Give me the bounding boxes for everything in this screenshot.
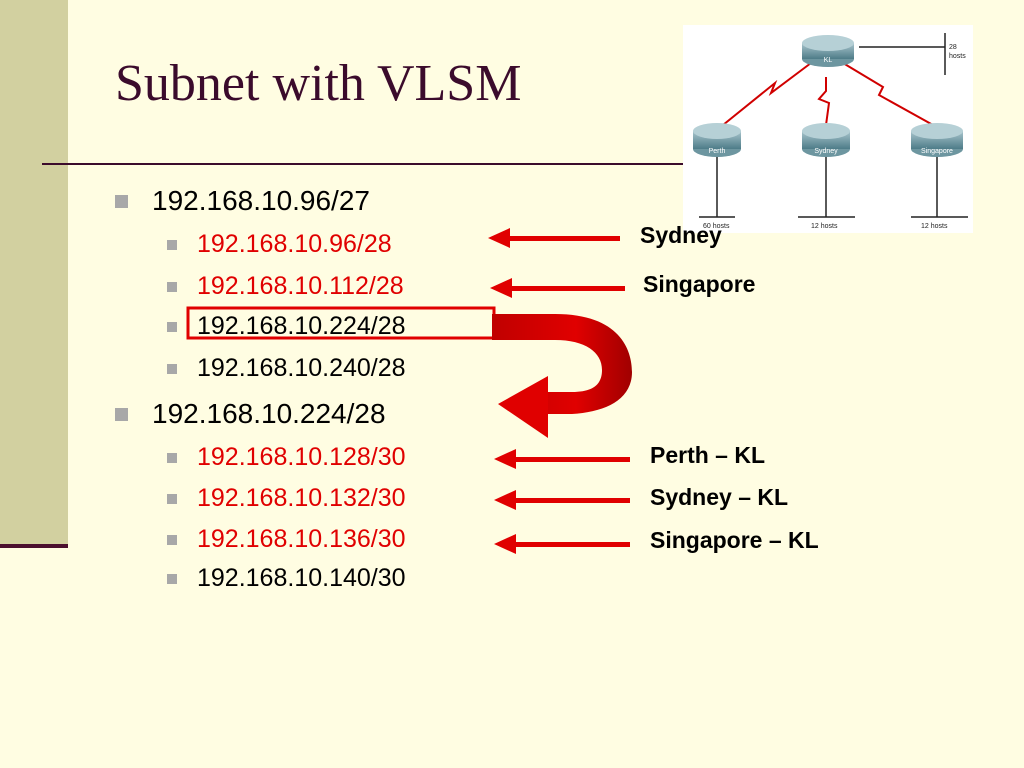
label-singapore-kl: Singapore – KL xyxy=(650,527,819,553)
bullet-square-icon xyxy=(167,322,177,332)
hosts-perth: 60 hosts xyxy=(703,223,730,230)
hosts-kl-line2: hosts xyxy=(949,53,966,60)
left-band-accent xyxy=(0,544,68,548)
bullet-item: 192.168.10.96/27 xyxy=(115,185,370,216)
hosts-singapore: 12 hosts xyxy=(921,223,948,230)
bullet-text: 192.168.10.224/28 xyxy=(152,398,386,429)
bullet-square-icon xyxy=(115,195,128,208)
title-rule xyxy=(42,163,684,165)
router-sydney-icon xyxy=(802,123,850,157)
bullet-text: 192.168.10.96/27 xyxy=(152,185,370,216)
bullet-square-icon xyxy=(167,574,177,584)
arrow-perth-kl-icon xyxy=(494,449,630,469)
bullet-item: 192.168.10.128/30 xyxy=(167,443,406,471)
hosts-kl-line1: 28 xyxy=(949,44,957,51)
bullet-square-icon xyxy=(167,453,177,463)
label-perth-kl: Perth – KL xyxy=(650,442,766,468)
hosts-sydney: 12 hosts xyxy=(811,223,838,230)
arrow-singapore-kl-icon xyxy=(494,534,630,554)
bullet-item: 192.168.10.140/30 xyxy=(167,564,406,592)
router-kl-label: KL xyxy=(824,57,833,64)
network-diagram-svg: KL Perth Sydney Singapore 28 hosts 60 ho… xyxy=(693,33,968,230)
bullet-text: 192.168.10.132/30 xyxy=(197,484,406,512)
bullet-text: 192.168.10.140/30 xyxy=(197,564,406,592)
router-kl-icon xyxy=(802,35,854,67)
router-singapore-icon xyxy=(911,123,963,157)
bullet-square-icon xyxy=(115,408,128,421)
bullet-text: 192.168.10.136/30 xyxy=(197,525,406,553)
label-sydney: Sydney xyxy=(640,222,722,248)
slide-title: Subnet with VLSM xyxy=(115,55,522,112)
router-perth-label: Perth xyxy=(709,148,726,155)
wan-links xyxy=(722,62,934,126)
bullet-text: 192.168.10.240/28 xyxy=(197,354,406,382)
bullet-text: 192.168.10.128/30 xyxy=(197,443,406,471)
bullet-square-icon xyxy=(167,494,177,504)
bullet-square-icon xyxy=(167,240,177,250)
highlight-box xyxy=(186,306,496,340)
bullet-item: 192.168.10.224/28 xyxy=(167,312,406,340)
arrow-sydney-icon xyxy=(488,228,620,248)
router-perth-icon xyxy=(693,123,741,157)
bullet-square-icon xyxy=(167,282,177,292)
bullet-item: 192.168.10.96/28 xyxy=(167,230,392,258)
lan-lines xyxy=(699,33,968,218)
bullet-square-icon xyxy=(167,364,177,374)
bullet-item: 192.168.10.132/30 xyxy=(167,484,406,512)
arrow-sydney-kl-icon xyxy=(494,490,630,510)
bullet-item: 192.168.10.112/28 xyxy=(167,272,404,300)
bullet-item: 192.168.10.136/30 xyxy=(167,525,406,553)
bullet-square-icon xyxy=(167,535,177,545)
router-singapore-label: Singapore xyxy=(921,148,953,155)
curved-arrow-icon xyxy=(492,314,632,438)
bullet-item: 192.168.10.224/28 xyxy=(115,398,386,429)
bullet-text: 192.168.10.224/28 xyxy=(197,312,406,340)
bullet-text: 192.168.10.112/28 xyxy=(197,272,404,300)
router-sydney-label: Sydney xyxy=(814,148,838,155)
label-sydney-kl: Sydney – KL xyxy=(650,484,789,510)
bullet-item: 192.168.10.240/28 xyxy=(167,354,406,382)
left-band xyxy=(0,0,68,548)
arrow-singapore-icon xyxy=(490,278,625,298)
bullet-text: 192.168.10.96/28 xyxy=(197,230,392,258)
network-diagram: KL Perth Sydney Singapore 28 hosts 60 ho… xyxy=(683,25,973,233)
label-singapore: Singapore xyxy=(643,271,756,297)
